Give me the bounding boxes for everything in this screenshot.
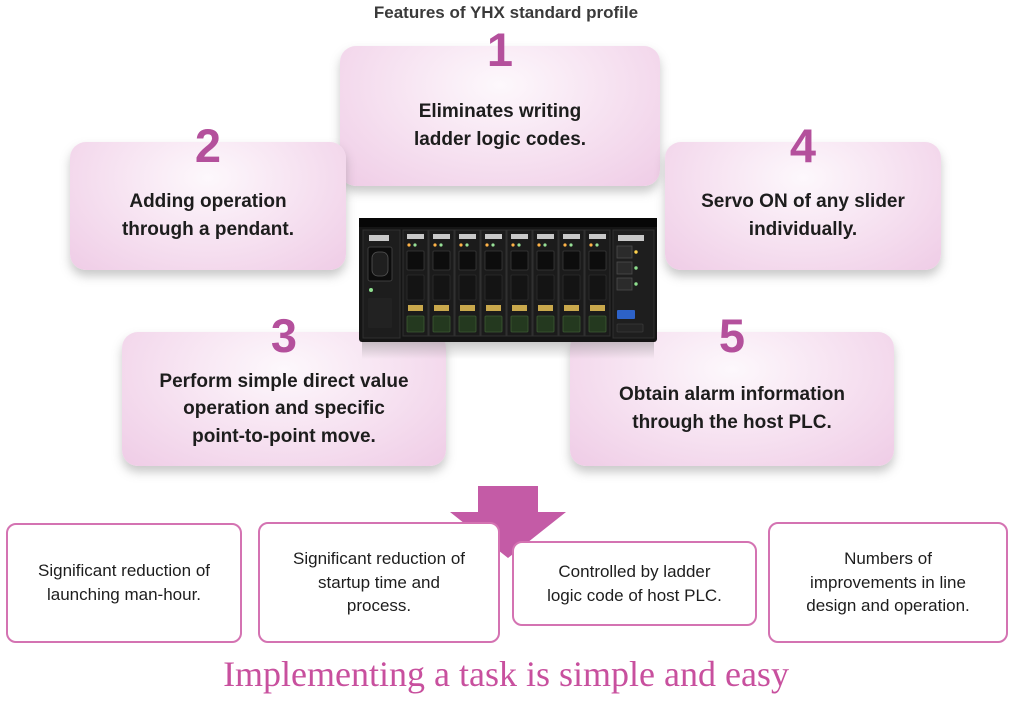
down-arrow-icon: [450, 486, 566, 558]
feature-text-3: Perform simple direct value operation an…: [159, 370, 409, 447]
result-box-3: Controlled by ladder logic code of host …: [512, 541, 757, 626]
controller-image: [359, 218, 657, 359]
result-text-4: Numbers of improvements in line design a…: [806, 548, 970, 616]
feature-text-5: Obtain alarm information through the hos…: [619, 384, 845, 433]
diagram-title: Features of YHX standard profile: [373, 3, 639, 22]
result-box-1: Significant reduction of launching man-h…: [6, 523, 242, 643]
feature-text-1: Eliminates writing ladder logic codes.: [413, 101, 587, 150]
feature-box-4: 4 Servo ON of any slider individually.: [665, 122, 941, 270]
result-text-3: Controlled by ladder logic code of host …: [547, 561, 722, 605]
feature-number-1: 1: [486, 23, 514, 76]
feature-box-2: 2 Adding operation through a pendant.: [70, 122, 346, 270]
feature-number-2: 2: [194, 119, 222, 172]
feature-number-4: 4: [789, 119, 817, 172]
feature-box-1: 1 Eliminates writing ladder logic codes.: [340, 26, 660, 186]
result-text-2: Significant reduction of startup time an…: [293, 548, 465, 616]
feature-number-5: 5: [718, 309, 746, 362]
result-box-2: Significant reduction of startup time an…: [258, 522, 500, 643]
feature-text-2: Adding operation through a pendant.: [121, 191, 295, 240]
feature-number-3: 3: [270, 309, 298, 362]
caption: Implementing a task is simple and easy: [223, 654, 789, 694]
result-text-1: Significant reduction of launching man-h…: [38, 561, 210, 604]
result-box-4: Numbers of improvements in line design a…: [768, 522, 1008, 643]
feature-text-4: Servo ON of any slider individually.: [701, 191, 905, 240]
